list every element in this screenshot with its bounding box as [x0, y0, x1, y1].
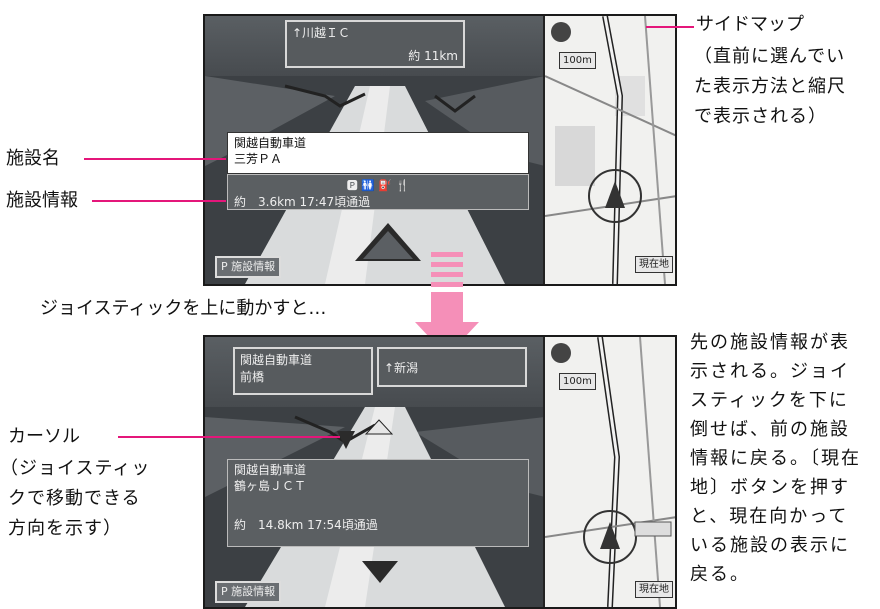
side-map: 100m 現在地 — [543, 337, 675, 607]
sign-distance-text: 約 11km — [408, 49, 458, 63]
cursor-desc-line1: （ジョイスティッ — [0, 458, 151, 479]
facility-name-line2: 三芳ＰＡ — [234, 152, 283, 166]
facility-name-box: 関越自動車道 三芳ＰＡ — [227, 132, 529, 174]
label-cursor: カーソル — [8, 426, 80, 447]
side-map-desc-line3: で表示される） — [694, 106, 827, 127]
explanation-line-5: 情報に戻る。〔現在 — [690, 448, 861, 469]
compass-icon — [551, 343, 571, 363]
explanation-line-1: 先の施設情報が表 — [690, 332, 850, 353]
map-roads — [545, 337, 675, 607]
map-scale: 100m — [559, 373, 596, 390]
map-scale: 100m — [559, 52, 596, 69]
cursor-desc-line3: 方向を示す） — [8, 518, 122, 539]
side-map-leader-line — [646, 26, 694, 28]
label-facility-info: 施設情報 — [6, 190, 78, 211]
explanation-line-6: 地〕ボタンを押す — [690, 477, 850, 498]
cursor-down-icon — [362, 561, 398, 583]
compass-icon — [551, 22, 571, 42]
facility-info-panel: 関越自動車道 鶴ヶ島ＪＣＴ 約 14.8km 17:54頃通過 — [227, 459, 529, 547]
explanation-line-7: と、現在向かって — [690, 506, 849, 527]
facility-info-text: 約 14.8km 17:54頃通過 — [234, 518, 378, 532]
current-location-chip[interactable]: 現在地 — [635, 581, 673, 598]
right-direction-sign: ↑新潟 — [377, 347, 527, 387]
facility-info-button[interactable]: P 施設情報 — [215, 581, 282, 603]
direction-sign: ↑川越ＩＣ 約 11km — [285, 20, 465, 68]
joystick-up-caption: ジョイスティックを上に動かすと… — [40, 298, 327, 319]
side-map-desc-line1: （直前に選んでい — [694, 46, 846, 67]
left-direction-sign: 関越自動車道 前橋 — [233, 347, 373, 395]
facility-info-text: 約 3.6km 17:47頃通過 — [234, 195, 371, 209]
facility-amenities-icons: 🅿 🚻 ⛽ 🍴 — [346, 179, 410, 192]
explanation-line-4: 倒せば、前の施設 — [690, 419, 850, 440]
cursor-up-small-icon — [365, 419, 393, 435]
explanation-line-9: 戻る。 — [690, 564, 750, 585]
facility-name-line1: 関越自動車道 — [234, 463, 307, 477]
map-roads — [545, 16, 675, 284]
facility-info-button[interactable]: P 施設情報 — [215, 256, 282, 278]
left-sign-line1: 関越自動車道 — [240, 353, 313, 367]
facility-name-line1: 関越自動車道 — [234, 136, 307, 150]
left-sign-line2: 前橋 — [240, 370, 265, 384]
cursor-leader-line — [118, 436, 340, 438]
bottom-navigation-screen: 関越自動車道 前橋 ↑新潟 関越自動車道 鶴ヶ島ＪＣＴ 約 14.8km 17:… — [203, 335, 677, 609]
current-location-chip[interactable]: 現在地 — [635, 256, 673, 273]
cursor-up-icon — [355, 223, 421, 261]
label-side-map: サイドマップ — [696, 14, 804, 35]
facility-info-bar: 🅿 🚻 ⛽ 🍴 約 3.6km 17:47頃通過 — [227, 174, 529, 210]
facility-name-leader-line — [84, 158, 226, 160]
top-navigation-screen: ↑川越ＩＣ 約 11km 関越自動車道 三芳ＰＡ 🅿 🚻 ⛽ 🍴 約 3.6km… — [203, 14, 677, 286]
cursor-desc-line2: クで移動できる — [8, 488, 141, 509]
explanation-line-2: 示される。ジョイ — [690, 361, 850, 382]
explanation-line-3: スティックを下に — [690, 390, 849, 411]
side-map: 100m 現在地 — [543, 16, 675, 284]
right-sign-text: ↑新潟 — [384, 361, 419, 375]
sign-direction-text: ↑川越ＩＣ — [292, 26, 351, 40]
facility-info-leader-line — [92, 200, 226, 202]
side-map-desc-line2: た表示方法と縮尺 — [694, 76, 846, 97]
explanation-line-8: いる施設の表示に — [690, 535, 850, 556]
explanation-text: 先の施設情報が表 示される。ジョイ スティックを下に 倒せば、前の施設 情報に戻… — [690, 328, 880, 589]
label-facility-name: 施設名 — [6, 148, 60, 169]
cursor-marker-icon — [337, 431, 355, 449]
facility-name-line2: 鶴ヶ島ＪＣＴ — [234, 479, 307, 493]
